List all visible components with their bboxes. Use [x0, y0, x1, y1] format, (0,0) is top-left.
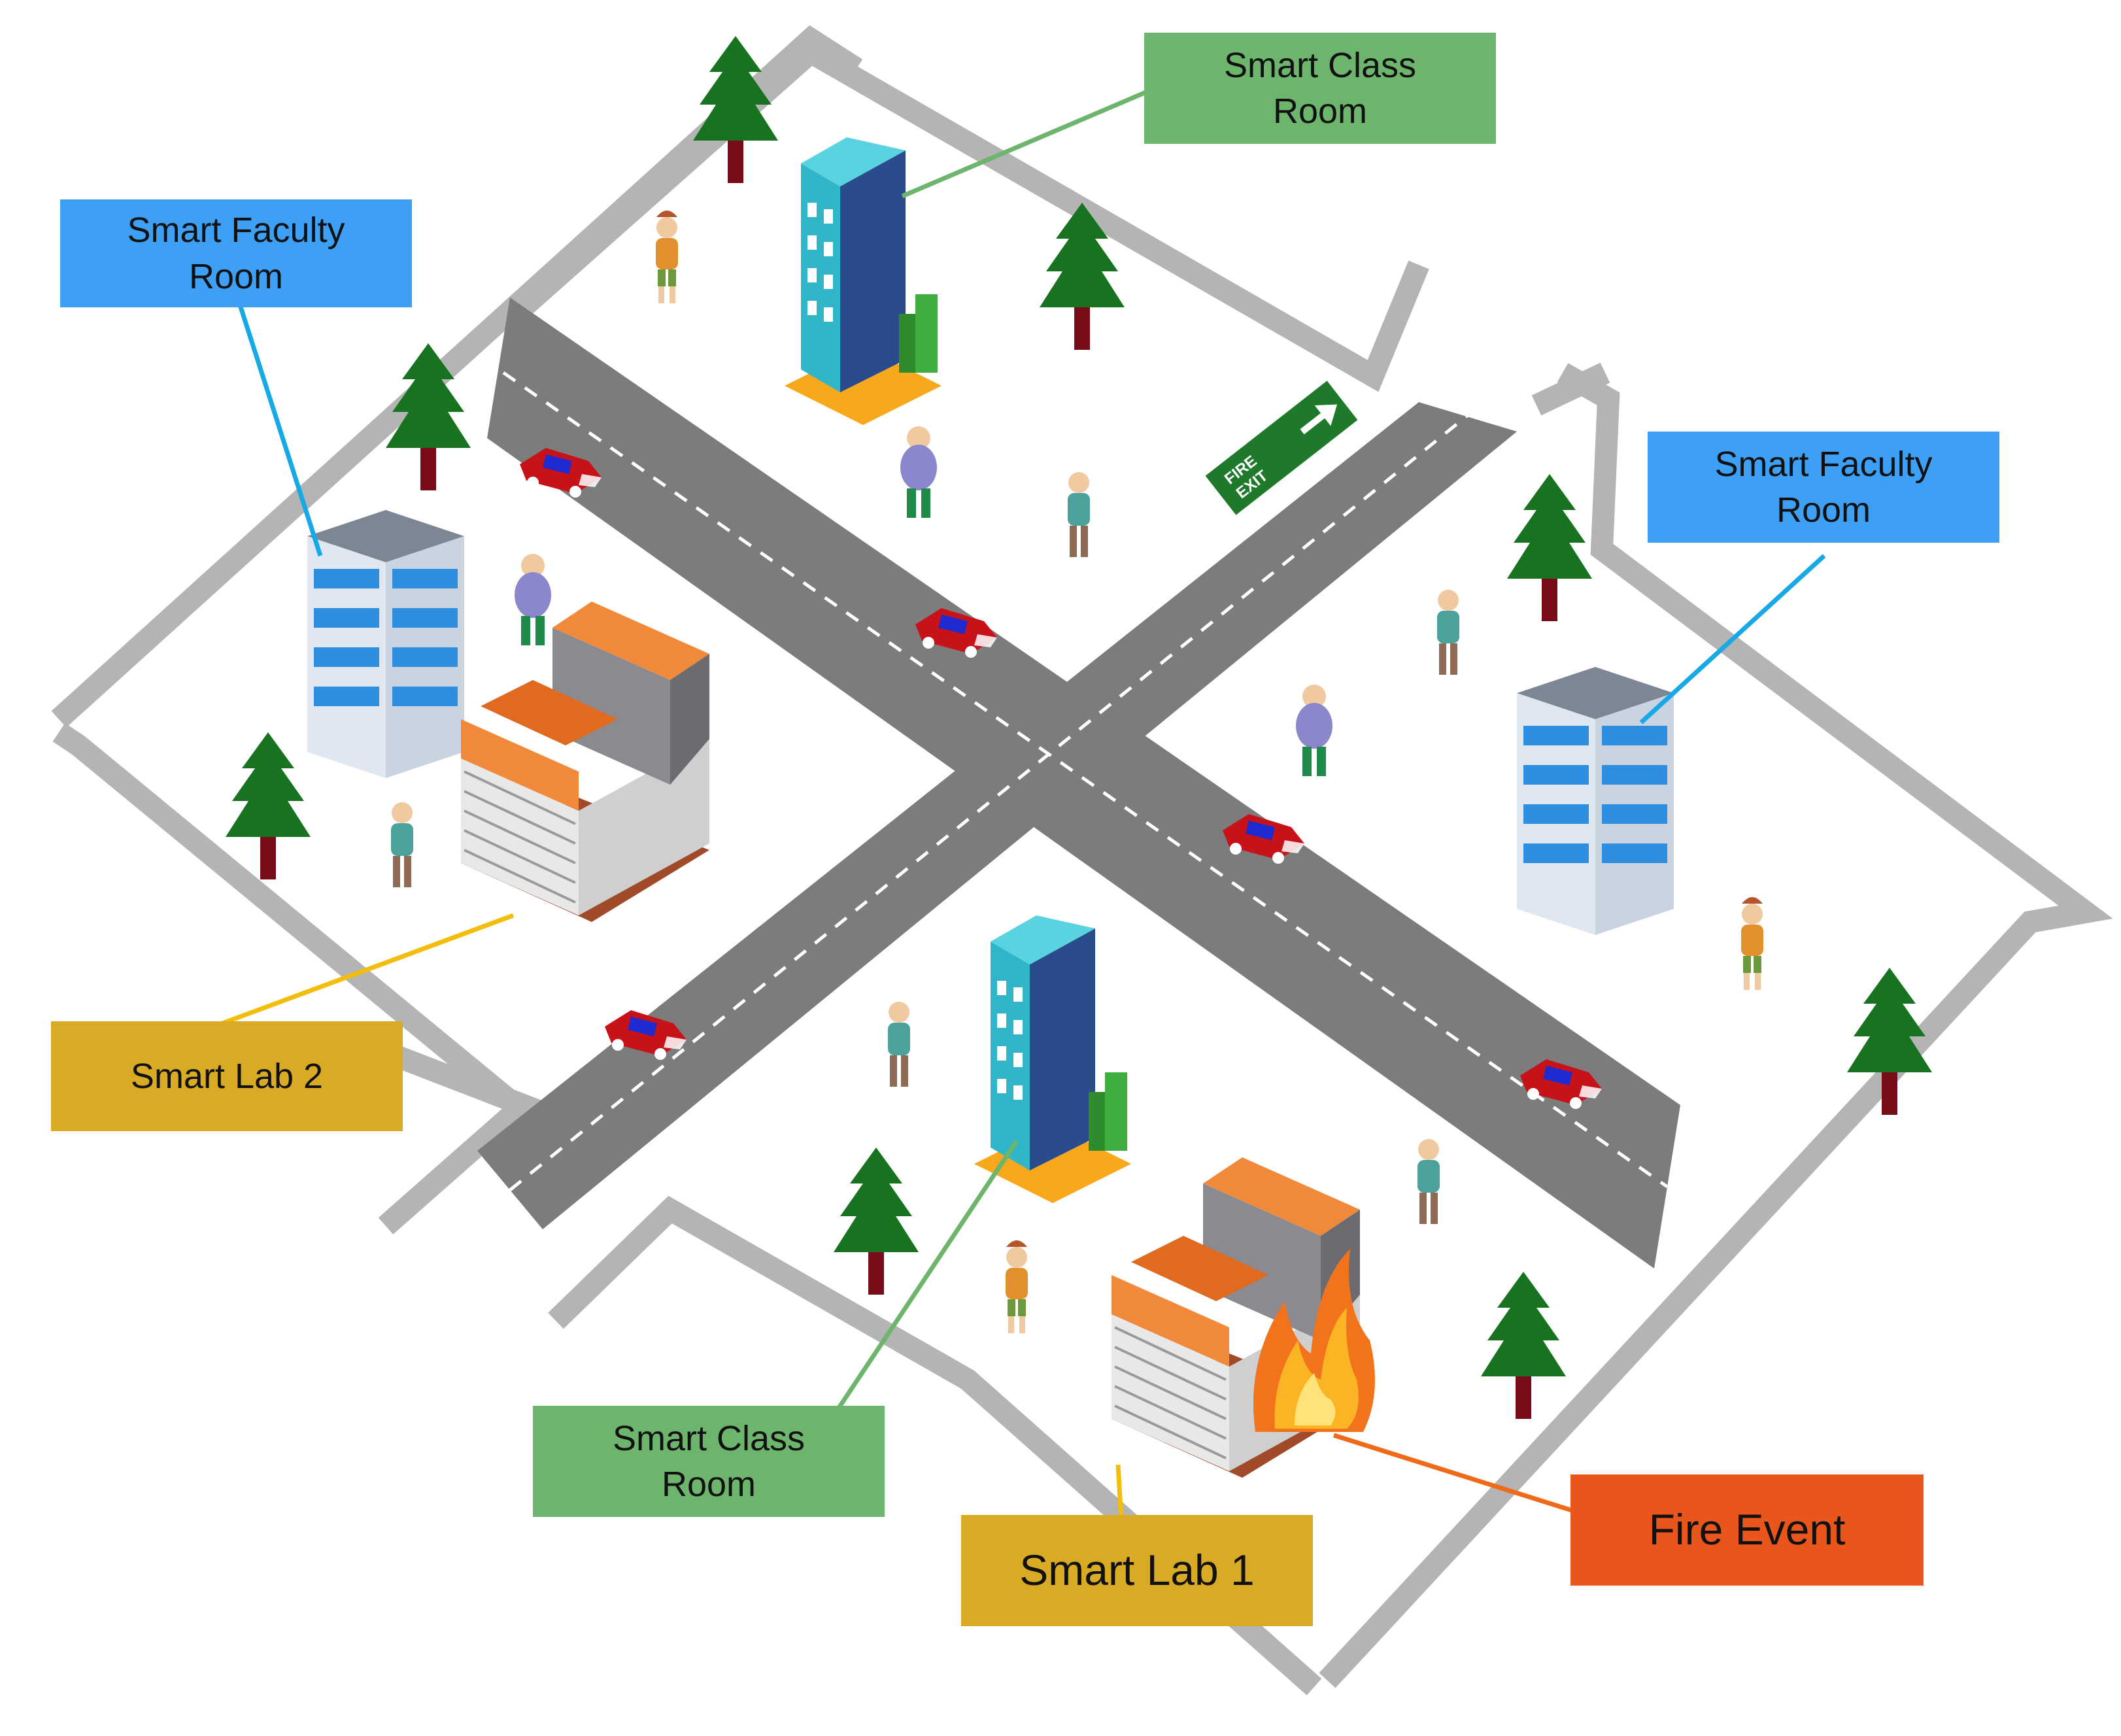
office-building-icon — [974, 915, 1131, 1203]
label-box-fire-event — [1570, 1474, 1924, 1586]
connector-class-bottom — [832, 1140, 1019, 1417]
label-boxes — [51, 33, 1999, 1626]
wall-west — [52, 723, 530, 1121]
label-box-faculty-right — [1648, 432, 1999, 543]
lane-dash-nw-se — [502, 371, 1669, 1189]
pine-tree-icon — [1507, 474, 1592, 621]
lab-building-icon — [460, 600, 711, 923]
connector-lines — [221, 89, 1826, 1521]
connector-fire-event — [1332, 1433, 1584, 1516]
pedestrian-icon — [1006, 1240, 1028, 1333]
label-box-faculty-top-left — [60, 199, 412, 307]
label-box-class-top — [1144, 33, 1496, 144]
connector-lab-1 — [1115, 1464, 1124, 1521]
label-smart-class-room-bottom: Smart Class Room — [612, 1418, 806, 1504]
pedestrian-icon — [515, 554, 551, 645]
label-smart-lab-2: Smart Lab 2 — [130, 1056, 324, 1096]
office-building-icon — [785, 137, 942, 425]
faculty-building-icon — [307, 510, 464, 778]
pine-tree-icon — [693, 36, 778, 183]
label-box-lab-1 — [961, 1515, 1313, 1626]
wall-north-inner — [515, 39, 1429, 392]
road-southwest-northeast — [477, 402, 1517, 1229]
pedestrian-icon — [656, 211, 678, 303]
pine-tree-icon — [226, 732, 311, 879]
pedestrian-icon — [900, 426, 937, 518]
connector-class-top — [901, 89, 1149, 199]
label-box-class-bottom — [533, 1406, 885, 1517]
road-network — [477, 298, 1680, 1268]
label-box-lab-2 — [51, 1021, 403, 1131]
lane-dash-sw-ne — [509, 414, 1469, 1191]
pedestrian-icon — [1417, 1139, 1440, 1224]
pedestrian-icon — [391, 802, 413, 887]
pedestrian-icon — [1296, 685, 1332, 776]
pine-tree-icon — [834, 1148, 919, 1295]
pine-tree-icon — [1481, 1272, 1566, 1419]
label-smart-lab-1: Smart Lab 1 — [1019, 1546, 1255, 1595]
label-fire-event: Fire Event — [1648, 1505, 1846, 1554]
connector-faculty-top-left — [236, 299, 323, 557]
fire-exit-sign-icon: FIRE EXIT — [1202, 377, 1361, 519]
pedestrian-icon — [1068, 472, 1090, 557]
label-smart-class-room-top: Smart Class Room — [1223, 45, 1417, 131]
wall-east-stub — [1531, 362, 1610, 416]
campus-walls — [51, 25, 2113, 1695]
fire-icon — [1253, 1249, 1375, 1432]
connector-lab-2 — [221, 913, 515, 1026]
pedestrian-icon — [1437, 590, 1459, 675]
label-smart-faculty-room-top-left: Smart Faculty Room — [127, 211, 345, 296]
pedestrian-icon — [1741, 897, 1763, 990]
pedestrian-icon — [888, 1002, 910, 1087]
faculty-building-icon — [1517, 667, 1674, 935]
label-smart-faculty-room-right: Smart Faculty Room — [1714, 444, 1933, 530]
connector-faculty-right — [1639, 554, 1826, 724]
